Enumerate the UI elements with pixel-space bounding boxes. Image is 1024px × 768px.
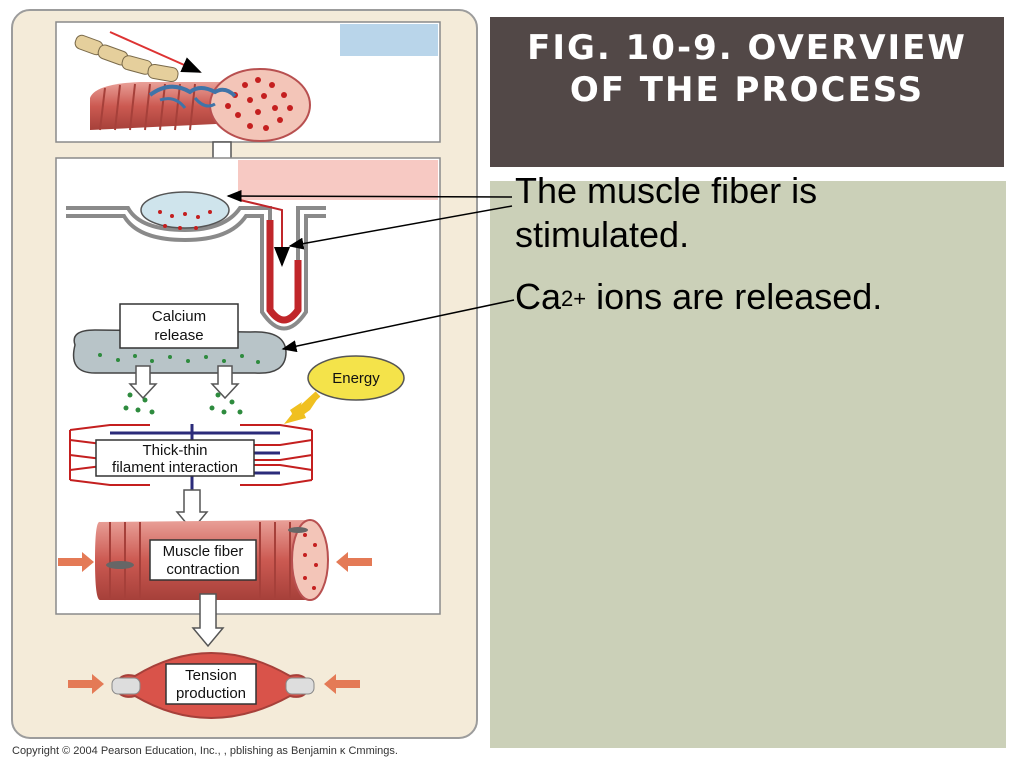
energy-bubble [307, 355, 405, 401]
left-force-arrow-2 [68, 674, 104, 694]
down-arrow-4 [175, 489, 209, 532]
pink-label-box [238, 160, 438, 200]
title-line-2: OF THE PROCESS [569, 70, 925, 110]
title-banner: FIG. 10-9. OVERVIEW OF THE PROCESS [490, 17, 1004, 167]
bullet-2-text: ions are released. [586, 276, 883, 317]
down-arrow-2 [128, 365, 158, 400]
down-arrow-3 [210, 365, 240, 400]
muscle-fiber-box [149, 539, 257, 581]
tension-box [165, 663, 257, 705]
muscle-label-2: contraction [166, 561, 239, 578]
calcium-charge: 2+ [561, 286, 587, 311]
down-arrow-5 [191, 593, 225, 648]
left-force-arrow-1 [58, 552, 94, 572]
calcium-label-1: Calcium [152, 308, 206, 325]
right-force-arrow-2 [324, 674, 360, 694]
calcium-label-2: release [154, 327, 203, 344]
tension-label-2: production [176, 685, 246, 702]
blue-label-box [340, 24, 438, 56]
bullet-calcium-released: Ca2+ ions are released. [515, 275, 882, 319]
thick-label-1: Thick-thin [142, 442, 207, 459]
slide-title: FIG. 10-9. OVERVIEW OF THE PROCESS [490, 27, 1004, 111]
synaptic-vesicle [140, 191, 230, 229]
content-panel [490, 181, 1006, 748]
energy-label: Energy [332, 370, 380, 387]
tension-label-1: Tension [185, 667, 237, 684]
calcium-symbol: Ca [515, 276, 562, 317]
muscle-label-1: Muscle fiber [163, 543, 244, 560]
title-line-1: FIG. 10-9. OVERVIEW [527, 28, 967, 68]
muscle-process-diagram: Calcium release Energy Thick-thin [11, 9, 478, 739]
bullet-muscle-stimulated: The muscle fiber is stimulated. [515, 170, 818, 255]
calcium-release-box [119, 303, 239, 349]
muscle-fiber-top [90, 68, 311, 142]
thick-label-2: filament interaction [112, 459, 238, 476]
nerve-axon [74, 31, 202, 83]
copyright-notice: Copyright © 2004 Pearson Education, Inc.… [12, 745, 398, 757]
right-force-arrow-1 [336, 552, 372, 572]
thick-thin-box [95, 439, 255, 477]
